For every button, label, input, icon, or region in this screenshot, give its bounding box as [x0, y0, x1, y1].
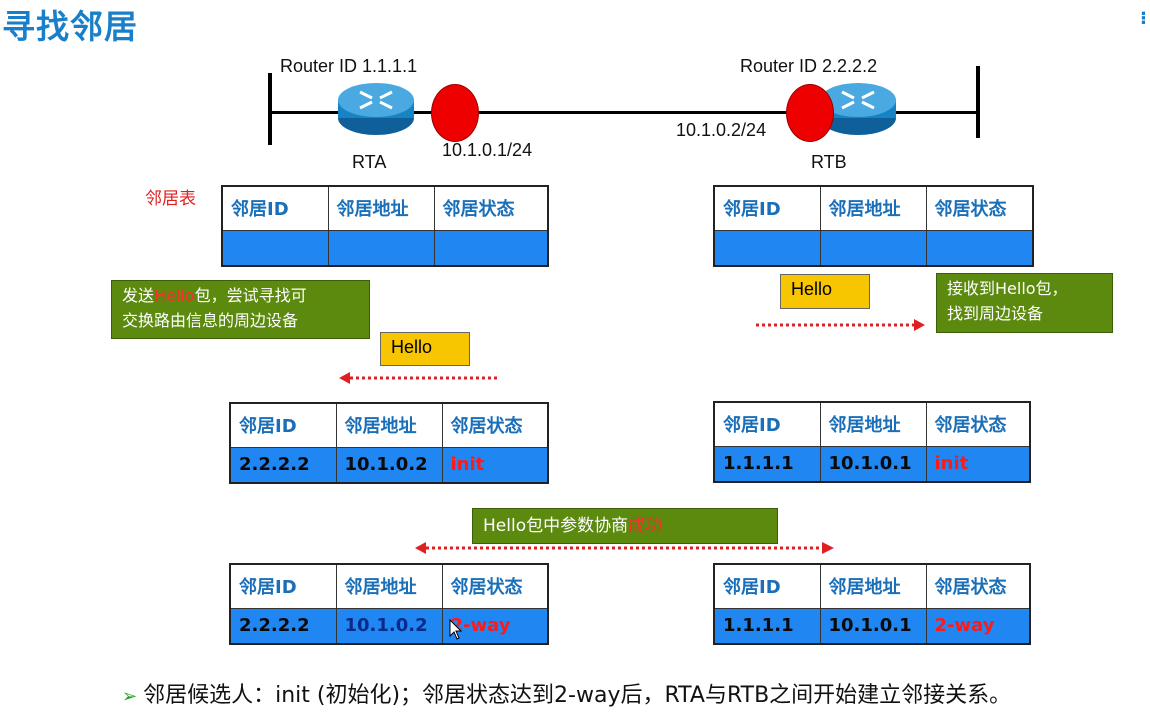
cell-neighbor-id: 2.2.2.2 [229, 446, 337, 484]
rta-note-hello: Hello [154, 286, 195, 305]
rta-send-note: 发送Hello包，尝试寻找可 交换路由信息的周边设备 [111, 280, 370, 339]
cell-empty [433, 229, 549, 267]
rta-note-post: 包，尝试寻找可 [194, 286, 307, 305]
bullet-arrow-icon: ➢ [122, 686, 138, 707]
rtb-router-icon [820, 83, 896, 135]
header-state: 邻居状态 [441, 563, 549, 609]
rta-ip: 10.1.0.1/24 [442, 140, 533, 160]
page-title: 寻找邻居 [2, 7, 138, 46]
arrow-left-hello [339, 372, 500, 384]
rtb-interface-dot [786, 84, 834, 142]
cell-neighbor-addr: 10.1.0.1 [819, 607, 927, 645]
header-state: 邻居状态 [441, 402, 549, 448]
neighbor-table-label: 邻居表 [145, 189, 196, 209]
rtb-note-line1: 接收到Hello包， [947, 279, 1068, 298]
rta-router-id: Router ID 1.1.1.1 [280, 56, 418, 76]
rtb-name: RTB [811, 152, 847, 172]
left-end-bar [268, 73, 272, 145]
summary-text: 邻居候选人：init (初始化)；邻居状态达到2-way后，RTA与RTB之间开… [143, 683, 1012, 708]
link-line [270, 111, 978, 114]
cell-neighbor-state: init [925, 445, 1031, 483]
cell-neighbor-state: init [441, 446, 549, 484]
cell-empty [819, 229, 927, 267]
hello-packet-rtb-to-rta: Hello [380, 332, 470, 366]
rta-neighbor-table-init: 邻居ID 邻居地址 邻居状态 2.2.2.2 10.1.0.2 init [229, 402, 549, 484]
cell-empty [221, 229, 329, 267]
negotiation-pre: Hello包中参数协商 [483, 516, 629, 536]
cell-neighbor-id: 2.2.2.2 [229, 607, 337, 645]
rtb-receive-note: 接收到Hello包， 找到周边设备 [936, 273, 1113, 333]
header-state: 邻居状态 [433, 185, 549, 231]
rta-note-pre: 发送 [122, 286, 155, 305]
header-state: 邻居状态 [925, 563, 1031, 609]
cell-empty [925, 229, 1034, 267]
header-addr: 邻居地址 [819, 401, 927, 447]
negotiation-note: Hello包中参数协商成功 [472, 508, 778, 544]
rta-neighbor-table-empty: 邻居ID 邻居地址 邻居状态 [221, 185, 549, 267]
right-end-bar [976, 66, 980, 138]
header-id: 邻居ID [229, 563, 337, 609]
cell-empty [713, 229, 821, 267]
header-addr: 邻居地址 [327, 185, 435, 231]
cell-neighbor-id: 1.1.1.1 [713, 445, 821, 483]
rta-name: RTA [352, 152, 387, 172]
negotiation-success: 成功 [628, 516, 663, 536]
rtb-router-id: Router ID 2.2.2.2 [740, 56, 878, 76]
cell-neighbor-id: 1.1.1.1 [713, 607, 821, 645]
cell-neighbor-addr: 10.1.0.2 [335, 607, 443, 645]
header-id: 邻居ID [713, 563, 821, 609]
header-addr: 邻居地址 [335, 563, 443, 609]
hello-packet-rta-to-rtb: Hello [780, 274, 870, 309]
mouse-cursor-icon [449, 619, 463, 640]
header-id: 邻居ID [713, 401, 821, 447]
cell-neighbor-addr: 10.1.0.2 [335, 446, 443, 484]
header-state: 邻居状态 [925, 185, 1034, 231]
rtb-neighbor-table-empty: 邻居ID 邻居地址 邻居状态 [713, 185, 1034, 267]
summary-caption: ➢邻居候选人：init (初始化)；邻居状态达到2-way后，RTA与RTB之间… [122, 677, 1011, 709]
rtb-neighbor-table-init: 邻居ID 邻居地址 邻居状态 1.1.1.1 10.1.0.1 init [713, 401, 1031, 483]
cell-neighbor-state: 2-way [925, 607, 1031, 645]
cell-neighbor-addr: 10.1.0.1 [819, 445, 927, 483]
rta-router-icon [338, 83, 414, 135]
rta-note-line2: 交换路由信息的周边设备 [122, 311, 299, 330]
header-id: 邻居ID [221, 185, 329, 231]
edge-decoration: ⁝ [1140, 8, 1147, 29]
header-id: 邻居ID [713, 185, 821, 231]
header-state: 邻居状态 [925, 401, 1031, 447]
arrow-right-hello [756, 319, 925, 331]
header-addr: 邻居地址 [335, 402, 443, 448]
rtb-note-line2: 找到周边设备 [947, 304, 1044, 323]
rtb-ip: 10.1.0.2/24 [676, 120, 767, 140]
header-id: 邻居ID [229, 402, 337, 448]
header-addr: 邻居地址 [819, 185, 927, 231]
rta-neighbor-table-2way: 邻居ID 邻居地址 邻居状态 2.2.2.2 10.1.0.2 2-way [229, 563, 549, 645]
cell-empty [327, 229, 435, 267]
rtb-neighbor-table-2way: 邻居ID 邻居地址 邻居状态 1.1.1.1 10.1.0.1 2-way [713, 563, 1031, 645]
arrow-bidirectional [415, 542, 834, 554]
header-addr: 邻居地址 [819, 563, 927, 609]
rta-interface-dot [431, 84, 479, 142]
